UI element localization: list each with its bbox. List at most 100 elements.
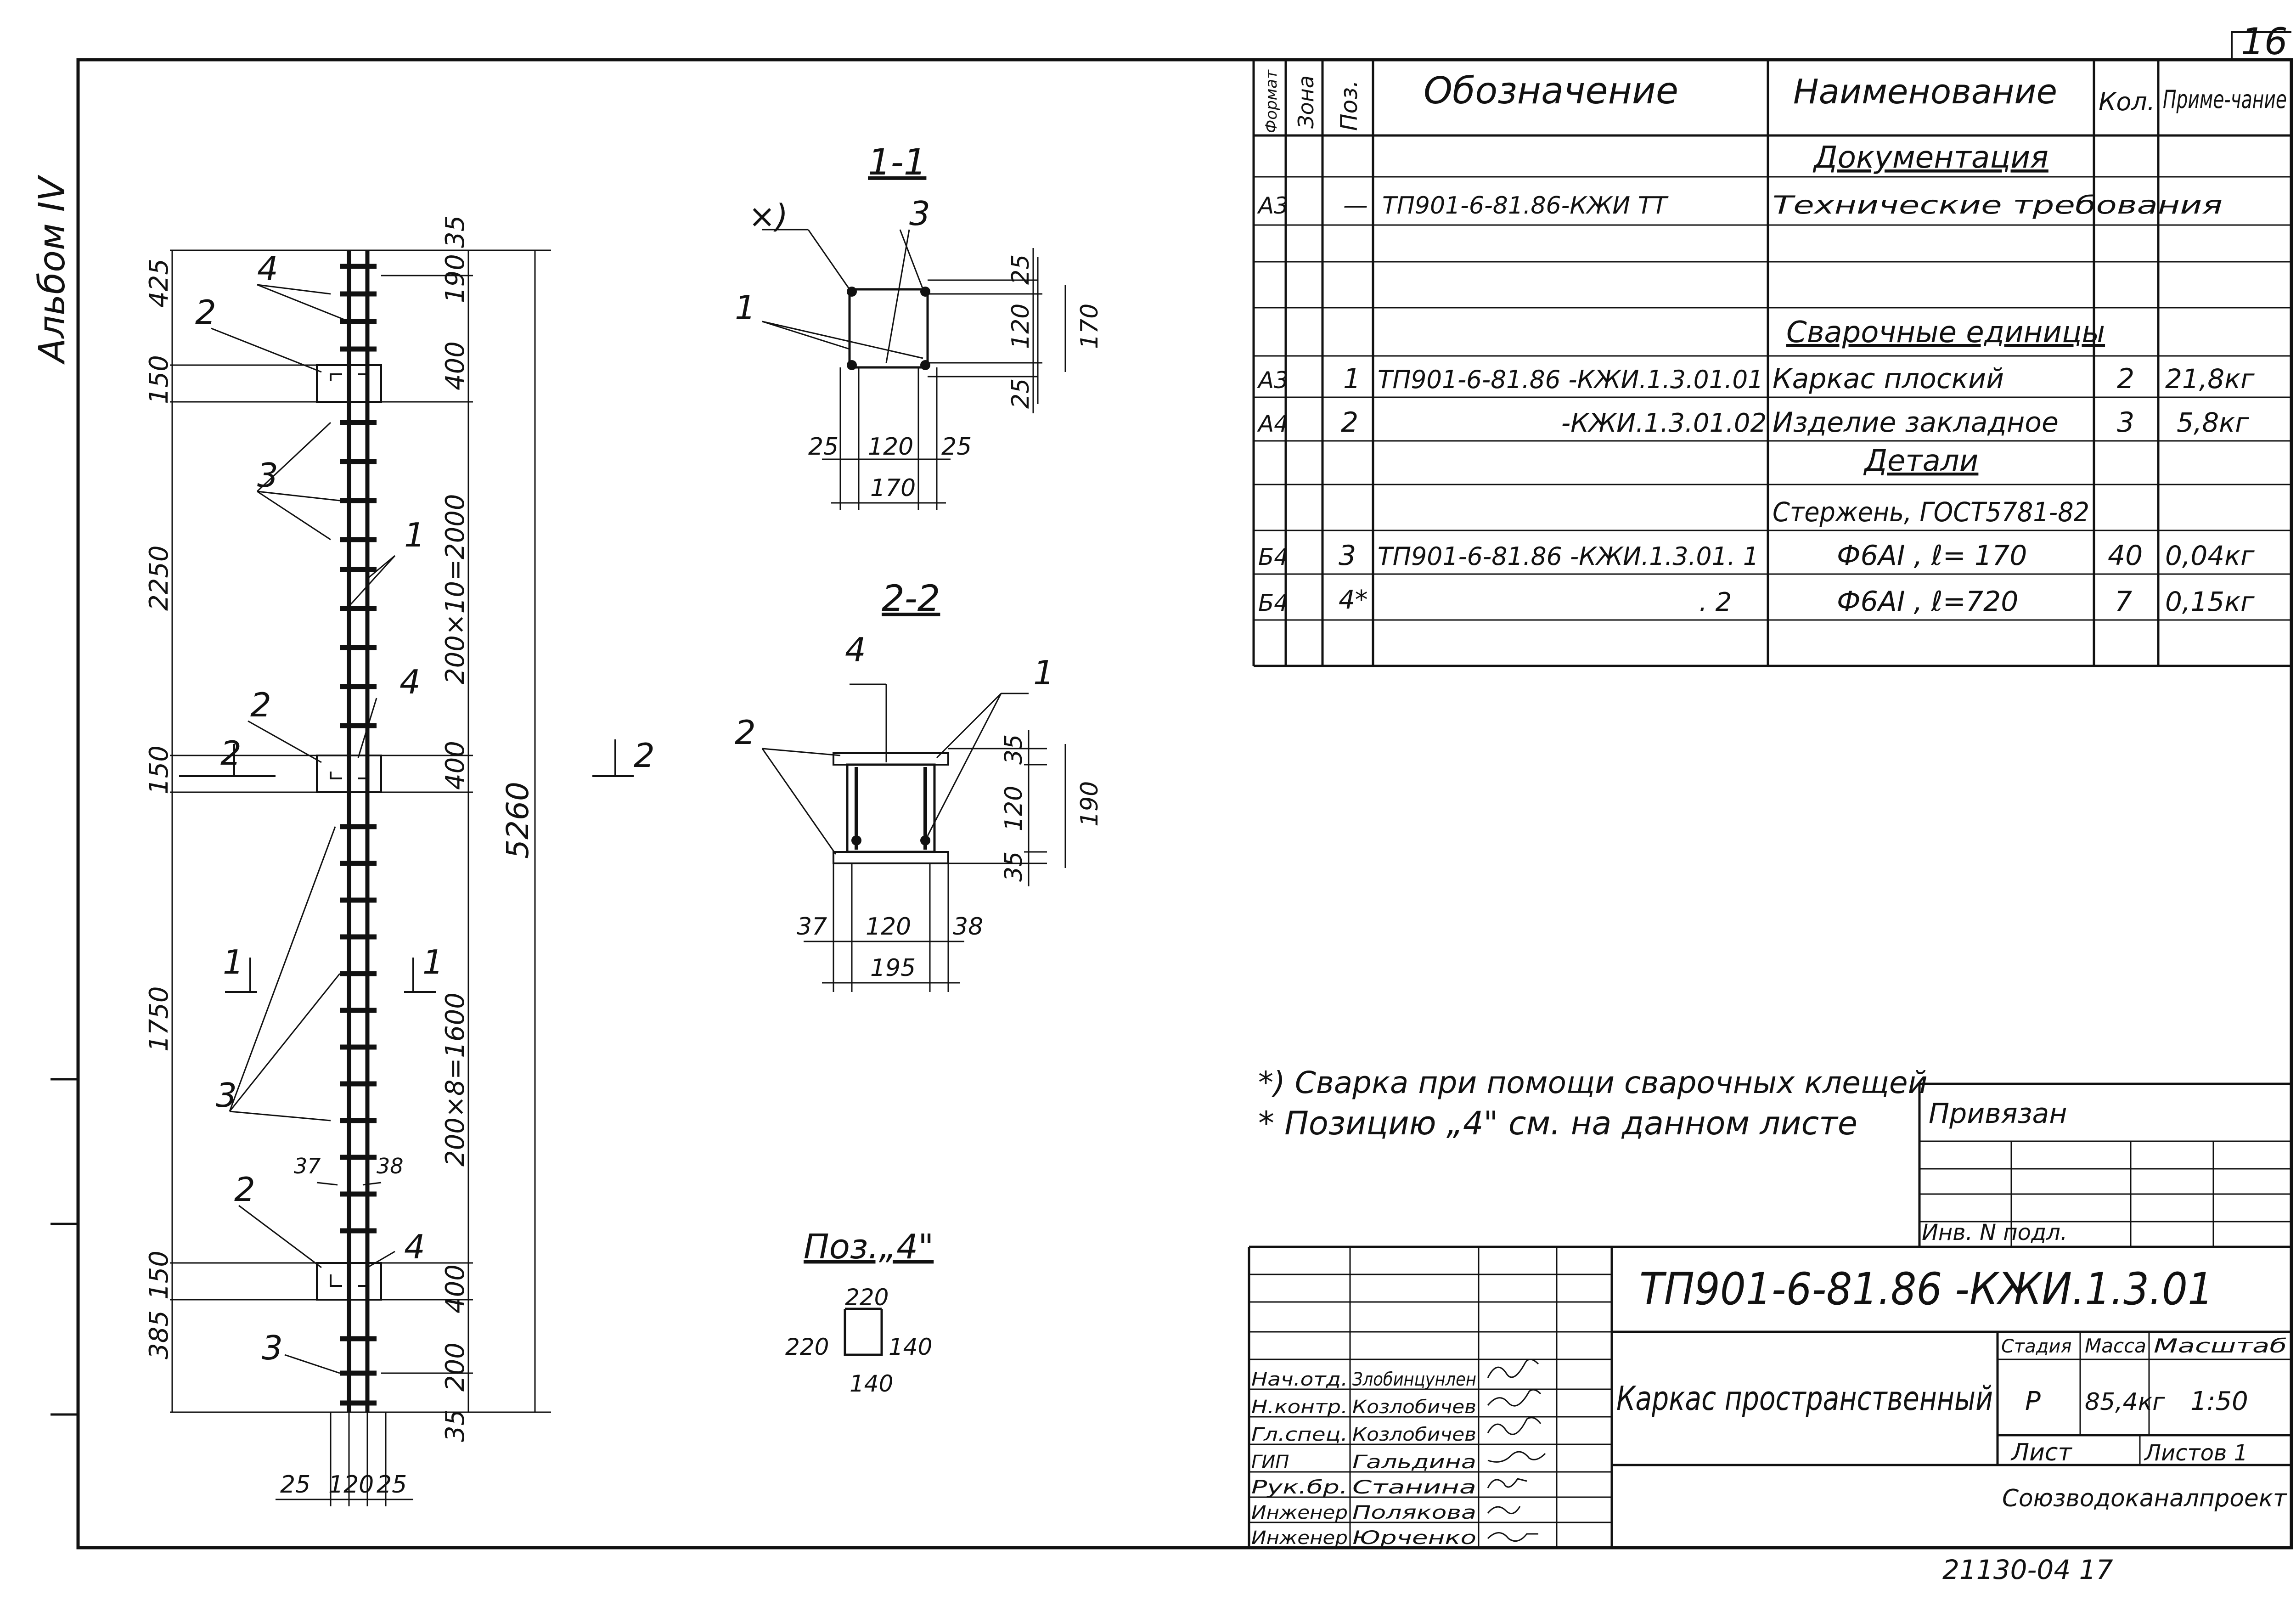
section-2-dim-r-190: 190 bbox=[1076, 781, 1103, 827]
person-role: Рук.бр. bbox=[1251, 1477, 1348, 1498]
embed-plate-mid bbox=[316, 755, 382, 793]
spec-row-name: Ф6АI , ℓ= 170 bbox=[1837, 540, 2027, 572]
right-dim-35-top: 35 bbox=[440, 215, 470, 248]
scale-value: 1:50 bbox=[2190, 1386, 2248, 1416]
total-dim-5260: 5260 bbox=[500, 782, 535, 859]
right-dim-400-mid: 400 bbox=[440, 741, 470, 790]
spec-row-pos: 4* bbox=[1339, 585, 1368, 615]
note-position-4: * Позицию „4" см. на данном листе bbox=[1258, 1104, 1857, 1142]
spec-row-name: Стержень, ГОСТ5781-82 bbox=[1773, 496, 2089, 528]
right-dim-190: 190 bbox=[440, 254, 470, 303]
person-role: ГИП bbox=[1251, 1452, 1289, 1473]
spec-row-format: А3 bbox=[1257, 367, 1289, 394]
elev-pos-2-top: 2 bbox=[195, 293, 216, 332]
right-dim-35-bot: 35 bbox=[440, 1409, 470, 1442]
pos4-detail: Поз.„4" 220 220 140 140 bbox=[785, 1227, 934, 1397]
leader-lines bbox=[211, 284, 396, 1374]
section-cut-markers bbox=[179, 739, 634, 993]
left-dim-385: 385 bbox=[144, 1310, 174, 1359]
sheets-label: Листов 1 bbox=[2144, 1440, 2248, 1466]
column-elevation: 2 2 1 1 4 2 3 1 2 4 3 2 4 3 37 38 425 15… bbox=[144, 215, 655, 1506]
spec-section-assemblies: Сварочные единицы bbox=[1786, 316, 2105, 349]
person-role: Гл.спец. bbox=[1251, 1424, 1348, 1445]
binding-box: Привязан Инв. N подл. bbox=[1918, 1082, 2291, 1248]
spec-header-designation: Обозначение bbox=[1424, 69, 1678, 112]
section-2-dim-r-35-top: 35 bbox=[1000, 734, 1028, 765]
note-welding: *) Сварка при помощи сварочных клещей bbox=[1258, 1065, 1928, 1100]
section-2-2: 2-2 4 1 2 35 120 35 190 37 120 bbox=[735, 578, 1103, 992]
section-2-dim-b-37: 37 bbox=[797, 913, 827, 941]
tie-bars bbox=[340, 264, 377, 1406]
spec-row-name: Ф6АI , ℓ=720 bbox=[1837, 586, 2018, 618]
section-1-1: 1-1 ×) 3 1 25 120 25 170 25 120 25 1 bbox=[735, 142, 1103, 510]
section-1-dim-r-170: 170 bbox=[1076, 304, 1103, 349]
bottom-dim-25-left: 25 bbox=[280, 1471, 310, 1499]
person-name: Полякова bbox=[1352, 1502, 1476, 1523]
spec-header-name: Наименование bbox=[1793, 72, 2057, 112]
elev-dim-38: 38 bbox=[377, 1154, 404, 1178]
section-2-pos-2: 2 bbox=[735, 713, 756, 752]
person-name: Козлобичев bbox=[1352, 1397, 1476, 1418]
spec-row-format: Б4 bbox=[1258, 544, 1289, 570]
cut-label-1-left: 1 bbox=[223, 943, 244, 981]
section-1-pos-1: 1 bbox=[735, 288, 756, 327]
pos4-dim-left: 220 bbox=[785, 1334, 829, 1360]
spec-row-pos: — bbox=[1343, 191, 1368, 220]
right-dim-400-bot: 400 bbox=[440, 1264, 470, 1313]
elev-pos-3-bot: 3 bbox=[262, 1329, 283, 1367]
section-1-dim-r-25-top: 25 bbox=[1007, 254, 1035, 285]
section-1-title: 1-1 bbox=[868, 142, 926, 183]
cut-label-1-right: 1 bbox=[422, 943, 444, 981]
spec-row-note: 21,8кг bbox=[2165, 363, 2255, 394]
spec-row-name: Технические требования bbox=[1773, 191, 2223, 220]
elev-dim-37: 37 bbox=[294, 1154, 321, 1178]
section-1-dim-b-120: 120 bbox=[868, 433, 913, 461]
spec-row-designation: ТП901-6-81.86 -КЖИ.1.3.01.01 bbox=[1378, 365, 1763, 394]
pos4-dim-right: 140 bbox=[889, 1334, 932, 1360]
elev-pos-1: 1 bbox=[404, 516, 425, 554]
embed-plate-bot bbox=[316, 1262, 382, 1301]
spec-row-designation: ТП901-6-81.86 -КЖИ.1.3.01. 1 bbox=[1378, 542, 1759, 571]
spec-row-pos: 3 bbox=[1339, 540, 1356, 572]
elev-pos-3-mid: 3 bbox=[216, 1076, 237, 1115]
sheet-label: Лист bbox=[2010, 1439, 2072, 1466]
left-dim-2250: 2250 bbox=[144, 545, 174, 611]
right-dim-200: 200 bbox=[440, 1342, 470, 1392]
person-name: Юрченко bbox=[1352, 1527, 1476, 1549]
elev-pos-4-top: 4 bbox=[257, 249, 278, 288]
binding-label: Привязан bbox=[1929, 1098, 2067, 1130]
left-dim-150-mid: 150 bbox=[144, 745, 174, 795]
section-2-dim-b-38: 38 bbox=[953, 913, 983, 941]
cut-label-2-left: 2 bbox=[220, 734, 242, 772]
left-dim-1750: 1750 bbox=[144, 986, 174, 1052]
spec-header-qty: Кол. bbox=[2099, 87, 2155, 116]
person-role: Инженер bbox=[1251, 1527, 1348, 1549]
right-dim-400-top: 400 bbox=[440, 341, 470, 390]
spec-row-qty: 3 bbox=[2117, 406, 2134, 439]
elev-pos-4-mid: 4 bbox=[400, 663, 421, 701]
drawing-title: Каркас пространственный bbox=[1616, 1379, 1993, 1418]
spec-row-pos: 1 bbox=[1343, 363, 1361, 395]
section-1-dim-r-120: 120 bbox=[1007, 304, 1035, 349]
spec-row-note: 0,04кг bbox=[2165, 540, 2255, 571]
scale-label: Масштаб bbox=[2154, 1335, 2287, 1357]
spec-header-pos: Поз. bbox=[1336, 80, 1362, 131]
stage-value: Р bbox=[2025, 1386, 2041, 1416]
left-dim-150-top: 150 bbox=[144, 355, 174, 404]
drawing-code: ТП901-6-81.86 -КЖИ.1.3.01 bbox=[1639, 1263, 2213, 1315]
spec-row-qty: 2 bbox=[2117, 363, 2134, 395]
section-2-dim-r-120: 120 bbox=[1000, 786, 1028, 831]
pos4-dim-top: 220 bbox=[845, 1284, 889, 1311]
spec-row-pos: 2 bbox=[1341, 406, 1358, 439]
spec-row-format: Б4 bbox=[1258, 590, 1289, 616]
spec-row-qty: 7 bbox=[2115, 586, 2132, 618]
elev-pos-3-top: 3 bbox=[257, 456, 278, 495]
section-2-pos-4: 4 bbox=[845, 631, 866, 669]
section-2-pos-1: 1 bbox=[1033, 654, 1054, 692]
spec-header-note: Приме-чание bbox=[2163, 85, 2287, 114]
sheet-number: 16 bbox=[2241, 20, 2288, 63]
pos4-title: Поз.„4" bbox=[804, 1227, 934, 1267]
spec-row-note: 5,8кг bbox=[2177, 407, 2249, 438]
section-1-dim-b-25-r: 25 bbox=[941, 433, 972, 461]
person-role: Нач.отд. bbox=[1251, 1369, 1348, 1390]
